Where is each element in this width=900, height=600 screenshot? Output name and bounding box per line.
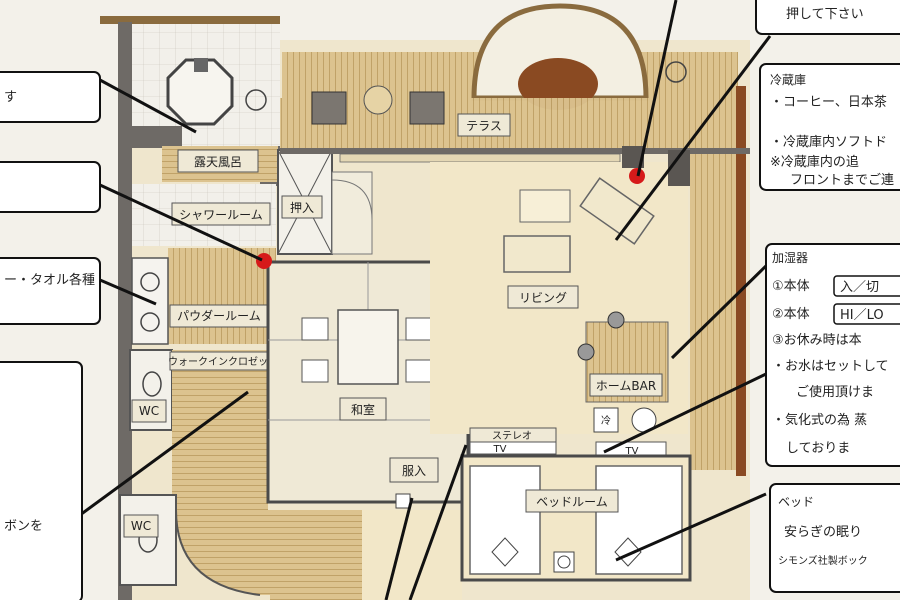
pillow-2 bbox=[614, 537, 642, 567]
callout-top-right bbox=[755, 0, 900, 35]
zabuton-3 bbox=[405, 317, 433, 341]
stereo-label: ステレオ bbox=[492, 430, 532, 442]
storage-label: 服入 bbox=[402, 464, 426, 478]
terrace-light-icon bbox=[665, 61, 687, 83]
humidifier-level-badge bbox=[833, 303, 900, 325]
outdoor-bath-label: 露天風呂 bbox=[194, 155, 242, 169]
tv-1-label: TV bbox=[493, 444, 507, 455]
bar-stool-1 bbox=[607, 311, 625, 329]
terrace-chair-1 bbox=[311, 91, 347, 125]
callout-bed-title: ベッド bbox=[778, 495, 814, 509]
fridge-mark: 冷 bbox=[601, 414, 611, 427]
humidifier-power-badge-text: 入／切 bbox=[840, 280, 879, 295]
callout-humidifier-line-5: ご使用頂けま bbox=[796, 384, 874, 400]
living-label: リビング bbox=[519, 291, 567, 305]
callout-left-1-text: す bbox=[4, 90, 17, 105]
callout-humidifier-line-6: ・気化式の為 蒸 bbox=[772, 412, 867, 428]
zabuton-4 bbox=[405, 359, 433, 383]
washitsu-table bbox=[337, 309, 399, 385]
callout-top-right-text: 押して下さい bbox=[786, 7, 864, 22]
red-marker-1 bbox=[256, 253, 272, 269]
bed-1 bbox=[469, 465, 541, 575]
bedside-lamp-icon bbox=[553, 551, 575, 573]
closet-label: 押入 bbox=[290, 201, 314, 215]
wc-2-label: WC bbox=[131, 519, 151, 533]
home-bar-label: ホームBAR bbox=[596, 379, 656, 393]
callout-fridge-line-1: ・コーヒー、日本茶 bbox=[770, 94, 887, 110]
powder-room-label: パウダールーム bbox=[177, 308, 261, 323]
humidifier-power-badge bbox=[833, 275, 900, 297]
toilet-icon bbox=[142, 371, 162, 397]
callout-humidifier-title: 加湿器 bbox=[772, 250, 808, 265]
callout-left-3-text: ボンを bbox=[4, 519, 43, 534]
terrace-chair-2 bbox=[409, 91, 445, 125]
right-deck bbox=[690, 86, 736, 470]
zabuton-1 bbox=[301, 317, 329, 341]
dining-table bbox=[519, 189, 571, 223]
callout-fridge-line-4: フロントまでご連 bbox=[790, 172, 894, 188]
terrace-bay bbox=[471, 3, 649, 101]
pillow-1 bbox=[491, 537, 519, 567]
callout-left-2 bbox=[0, 257, 101, 325]
callout-humidifier bbox=[765, 243, 900, 467]
red-marker-2 bbox=[629, 168, 645, 184]
storage bbox=[389, 457, 439, 483]
callout-left-1 bbox=[0, 71, 101, 123]
left-wall bbox=[118, 22, 132, 600]
lounge-chair bbox=[579, 177, 655, 245]
wc-2 bbox=[119, 494, 177, 586]
terrace-label: テラス bbox=[466, 119, 502, 133]
entrance-curve bbox=[176, 510, 270, 595]
bar-stool-2 bbox=[577, 343, 595, 361]
wc-1-label: WC bbox=[139, 404, 159, 418]
callout-humidifier-line-3: ③お休み時は本 bbox=[772, 333, 862, 348]
corridor bbox=[172, 430, 268, 520]
outdoor-bath-tub bbox=[166, 58, 234, 126]
shower-room-label: シャワールーム bbox=[179, 208, 263, 222]
callout-fridge-line-3: ※冷蔵庫内の追 bbox=[770, 154, 859, 170]
terrace-side-table bbox=[363, 85, 393, 115]
callout-fridge-line-2: ・冷蔵庫内ソフトド bbox=[770, 134, 887, 150]
callout-bed bbox=[769, 483, 900, 593]
callout-fridge-title: 冷蔵庫 bbox=[770, 73, 806, 87]
callout-bed-line-1: 安らぎの眠り bbox=[784, 525, 862, 540]
terrace-rail bbox=[339, 153, 621, 163]
bath-fixture-icon bbox=[245, 89, 267, 111]
sink-icon bbox=[140, 272, 160, 292]
sink-icon-2 bbox=[140, 312, 160, 332]
callout-humidifier-line-2: ②本体 bbox=[772, 307, 810, 322]
zabuton-2 bbox=[301, 359, 329, 383]
bedroom-label: ベッドルーム bbox=[536, 495, 608, 509]
top-wall bbox=[100, 16, 280, 24]
callout-left-blank bbox=[0, 161, 101, 213]
fridge bbox=[593, 407, 619, 433]
walk-in-closet-label: ウォークインクロゼット bbox=[168, 356, 278, 368]
callout-humidifier-line-7: しておりま bbox=[786, 441, 850, 456]
terrace-table bbox=[518, 58, 598, 110]
sofa bbox=[503, 235, 571, 273]
washitsu-label: 和室 bbox=[351, 402, 375, 417]
tv-2-label: TV bbox=[625, 446, 639, 457]
callout-left-3 bbox=[0, 361, 83, 600]
bed-2 bbox=[595, 465, 683, 575]
callout-fridge bbox=[759, 63, 900, 191]
callout-left-2-text: ー・タオル各種 bbox=[4, 272, 95, 288]
callout-bed-line-2: シモンズ社製ボック bbox=[778, 554, 868, 567]
callout-humidifier-line-1: ①本体 bbox=[772, 279, 810, 294]
safe-icon bbox=[395, 493, 411, 509]
callout-humidifier-line-4: ・お水はセットして bbox=[772, 359, 889, 374]
humidifier-level-badge-text: HI／LO bbox=[840, 308, 884, 323]
